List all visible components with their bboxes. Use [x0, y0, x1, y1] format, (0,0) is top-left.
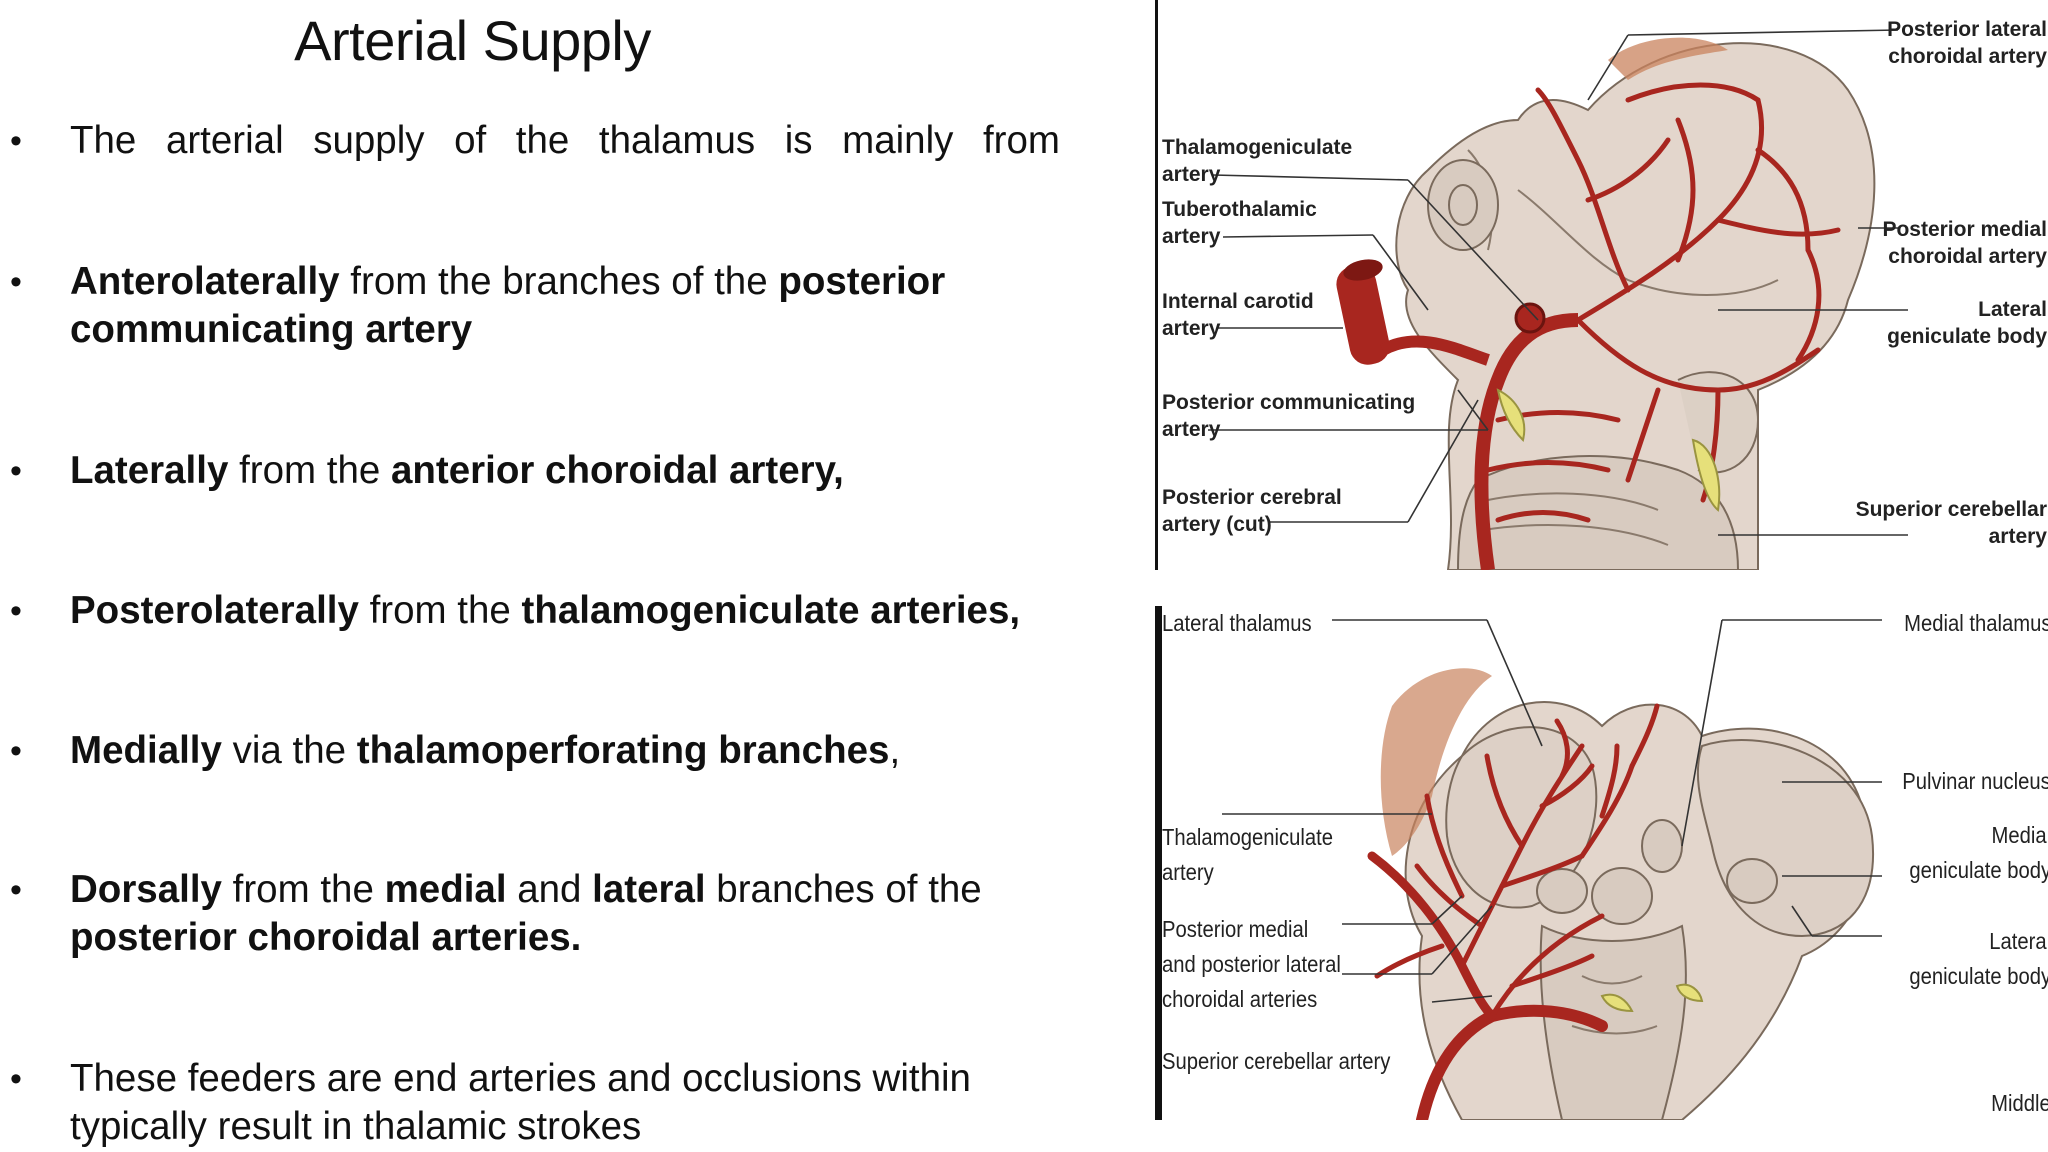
bullet-bold-run: Dorsally [70, 868, 222, 911]
bullet-text: Medially via the thalamoperforating bran… [70, 727, 1130, 775]
bullet-text: These feeders are end arteries and occlu… [70, 1055, 1095, 1151]
label-lateral-geniculate-top: Lateral geniculate body [1887, 298, 2047, 348]
bullet-text-run: from the [228, 449, 391, 492]
bullet-text-run: and [506, 868, 593, 911]
bullet-text-run: via the [221, 729, 357, 772]
bullet-bold-run: Medially [70, 729, 222, 772]
label-thalamogeniculate-bottom: Thalamogeniculate artery [1162, 824, 1334, 885]
label-pulvinar-nucleus: Pulvinar nucleus [1902, 768, 2048, 794]
label-lateral-thalamus: Lateral thalamus [1162, 610, 1312, 636]
bullet-text-run: The arterial supply of the thalamus is m… [70, 119, 1060, 162]
bullet-text: Anterolaterally from the branches of the… [70, 258, 1060, 354]
bullet-dot: • [10, 592, 22, 630]
bullet-bold-run: medial [384, 868, 507, 911]
bullet-bold-run: Posterolaterally [70, 589, 359, 632]
thalamus-lateral-illustration [1208, 29, 1908, 570]
label-medial-thalamus: Medial thalamus [1903, 610, 2048, 636]
label-posterior-choroidal: Posterior medial and posterior lateral c… [1162, 916, 1341, 1012]
label-posterior-lateral-choroidal: Posterior lateral choroidal artery [1887, 18, 2047, 68]
label-internal-carotid: Internal carotid artery [1162, 290, 1314, 340]
bullet-dot: • [10, 871, 22, 909]
label-medial-geniculate: Medial geniculate body [1909, 822, 2048, 883]
label-posterior-cerebral: Posterior cerebral artery (cut) [1162, 486, 1342, 536]
bullet-dot: • [10, 452, 22, 490]
slide-title: Arterial Supply [294, 9, 651, 72]
bullet-bold-run: Laterally [70, 449, 229, 492]
bullet-bold-run: Anterolaterally [70, 260, 340, 303]
bullet-bold-run: posterior choroidal arteries. [70, 916, 582, 959]
bullet-bold-run: lateral [592, 868, 706, 911]
label-middle: Middle [1991, 1090, 2048, 1116]
bullet-text-run: from the [358, 589, 522, 632]
bullet-text: The arterial supply of the thalamus is m… [70, 117, 1060, 165]
bullet-dot: • [10, 732, 22, 770]
bullet-dot: • [10, 263, 22, 301]
bullet-text-run: from the branches of the [339, 260, 779, 303]
thalamus-posterior-view-figure: Lateral thalamus Medial thalamus Pulvina… [1155, 606, 2048, 1120]
label-tuberothalamic: Tuberothalamic artery [1162, 198, 1317, 248]
bullet-bold-run: posterior communicating artery [70, 260, 946, 351]
label-superior-cerebellar-top: Superior cerebellar artery [1855, 498, 2047, 548]
bullet-bold-run: anterior choroidal artery, [391, 449, 844, 492]
bullet-text: Posterolaterally from the thalamogenicul… [70, 587, 1130, 635]
thalamus-posterior-illustration [1222, 619, 1882, 1120]
bullet-text-run: These feeders are end arteries and occlu… [70, 1057, 971, 1148]
label-posterior-communicating: Posterior communicating artery [1162, 391, 1416, 441]
label-thalamogeniculate: Thalamogeniculate artery [1162, 136, 1353, 186]
bullet-bold-run: thalamogeniculate arteries, [521, 589, 1021, 632]
bullet-text-run: branches of the [705, 868, 982, 911]
bullet-dot: • [10, 122, 22, 160]
bullet-text-run: from the [221, 868, 385, 911]
thalamus-lateral-view-figure: Posterior lateral choroidal artery Thala… [1155, 0, 2048, 570]
bullet-text: Laterally from the anterior choroidal ar… [70, 447, 1130, 495]
label-posterior-medial-choroidal: Posterior medial choroidal artery [1882, 218, 2047, 268]
bullet-dot: • [10, 1060, 22, 1098]
label-lateral-geniculate-bottom: Lateral geniculate body [1909, 928, 2048, 989]
bullet-text: Dorsally from the medial and lateral bra… [70, 866, 1118, 962]
bullet-bold-run: thalamoperforating branches [356, 729, 890, 772]
bullet-text-run: , [889, 729, 901, 772]
label-superior-cerebellar-bottom: Superior cerebellar artery [1162, 1048, 1391, 1074]
